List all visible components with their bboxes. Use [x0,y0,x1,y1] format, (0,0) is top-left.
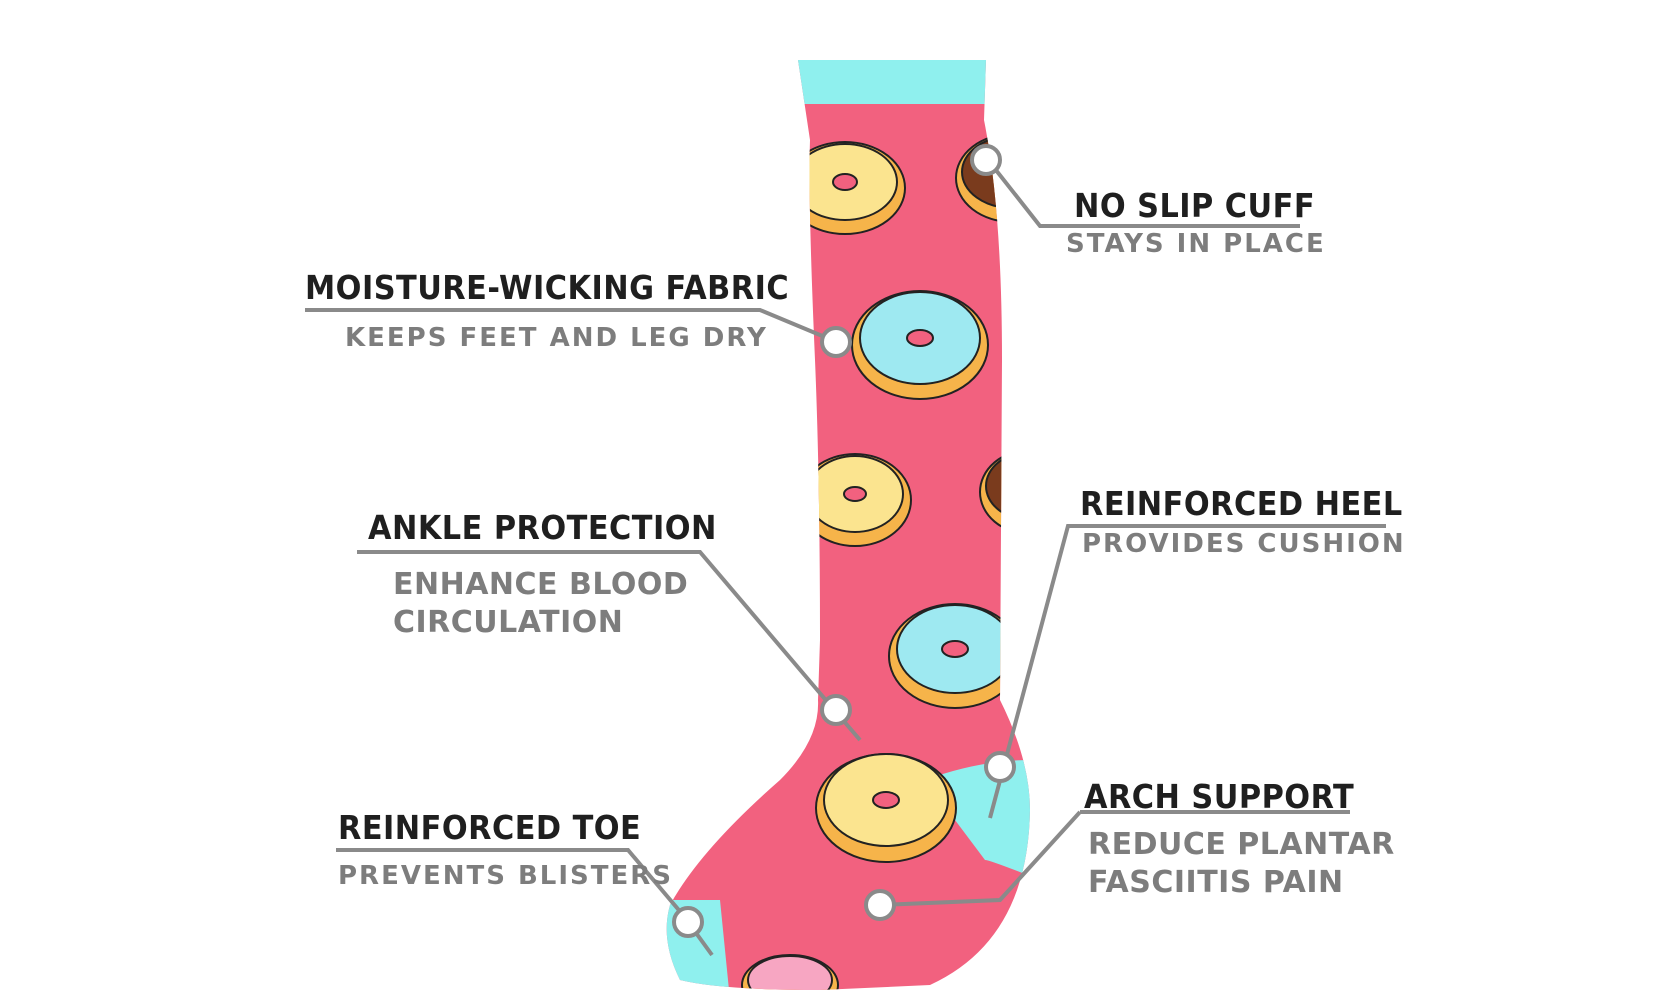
feature-subtitle-line2: CIRCULATION [393,605,624,640]
cuff-band [780,60,1000,104]
feature-cuff: NO SLIP CUFF [1074,184,1336,228]
feature-subtitle-line2: FASCIITIS PAIN [1088,865,1344,900]
moisture-marker [820,326,852,358]
cuff-marker [970,144,1002,176]
feature-subtitle: STAYS IN PLACE [1066,229,1326,259]
donut-yellow-1 [784,141,906,235]
feature-subtitle-line1: REDUCE PLANTAR [1088,827,1395,862]
feature-toe-sub: PREVENTS BLISTERS [338,858,673,894]
heel-marker [984,751,1016,783]
ankle-marker [820,694,852,726]
feature-subtitle: PREVENTS BLISTERS [338,861,674,891]
donut-pink-partial [741,954,839,990]
feature-ankle: ANKLE PROTECTION [368,506,747,550]
heel-patch [925,760,1030,880]
feature-title: REINFORCED TOE [338,808,642,847]
arch-leader [879,810,1082,907]
feature-subtitle: KEEPS FEET AND LEG DRY [345,323,768,353]
donut-blue-2 [888,603,1022,709]
sock-body [666,60,1030,990]
feature-toe: REINFORCED TOE [338,806,668,850]
feature-moisture: MOISTURE-WICKING FABRIC [305,266,831,310]
feature-title: REINFORCED HEEL [1080,484,1403,523]
donut-blue-1 [851,290,989,400]
feature-title: NO SLIP CUFF [1074,186,1316,225]
feature-heel-sub: PROVIDES CUSHION [1082,526,1406,562]
toe-marker [672,906,704,938]
feature-ankle-sub: ENHANCE BLOOD CIRCULATION [393,566,688,642]
feature-cuff-sub: STAYS IN PLACE [1066,226,1326,262]
feature-subtitle-line1: ENHANCE BLOOD [393,567,689,602]
feature-subtitle: PROVIDES CUSHION [1082,529,1406,559]
feature-arch-sub: REDUCE PLANTAR FASCIITIS PAIN [1088,826,1395,902]
title-underlines [305,224,1386,852]
donut-yellow-2 [798,453,912,547]
feature-title: ARCH SUPPORT [1084,777,1355,816]
arch-marker [864,889,896,921]
feature-heel: REINFORCED HEEL [1080,482,1431,526]
donut-yellow-3 [815,753,957,863]
feature-arch: ARCH SUPPORT [1084,775,1378,819]
donut-chocolate-1 [955,133,1030,223]
feature-title: MOISTURE-WICKING FABRIC [305,268,790,307]
feature-moisture-sub: KEEPS FEET AND LEG DRY [345,320,768,356]
callout-markers [672,144,1016,938]
donut-chocolate-2 [979,449,1030,535]
feature-title: ANKLE PROTECTION [368,508,717,547]
